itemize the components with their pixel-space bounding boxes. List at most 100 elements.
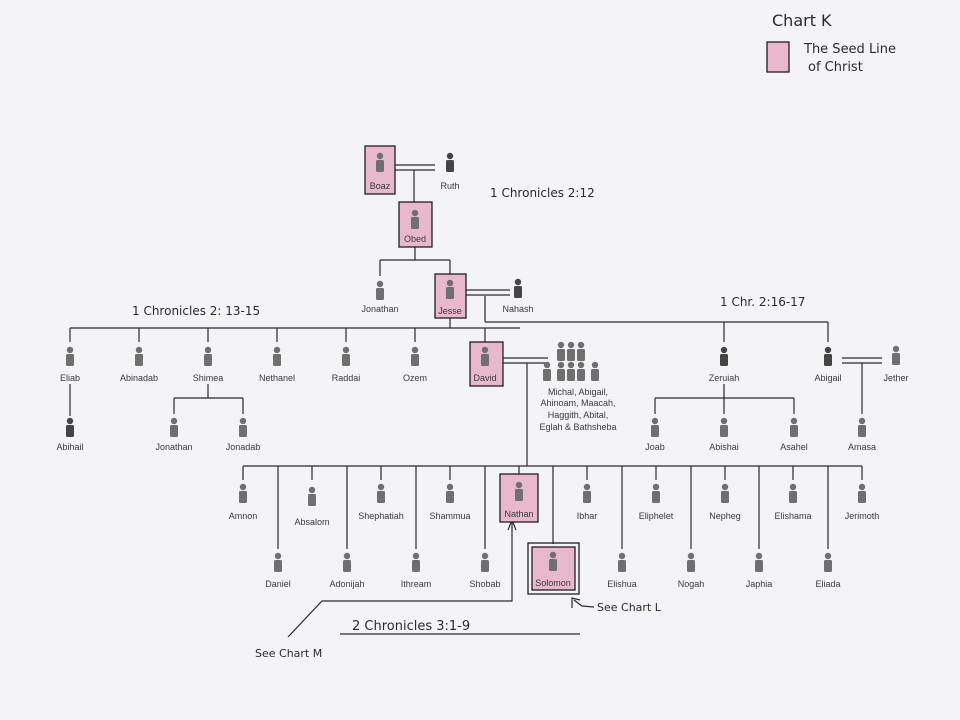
name-abishai: Abishai: [709, 442, 739, 452]
person-icon-wife-5: [567, 361, 575, 381]
chart-title: Chart K: [772, 11, 832, 30]
name-abihail: Abihail: [56, 442, 83, 452]
name-shammua: Shammua: [429, 511, 470, 521]
person-icon-daniel: [274, 552, 282, 572]
person-icon-japhia: [755, 552, 763, 572]
person-icon-asahel: [790, 417, 798, 437]
name-ozem: Ozem: [403, 373, 427, 383]
wives-line1: Michal, Abigail,: [548, 387, 608, 397]
ref-2-chronicles-3-1-9: 2 Chronicles 3:1-9: [352, 619, 470, 634]
name-eliab: Eliab: [60, 373, 80, 383]
name-japhia: Japhia: [746, 579, 773, 589]
name-shobab: Shobab: [469, 579, 500, 589]
name-jerimoth: Jerimoth: [845, 511, 880, 521]
person-icon-abigail: [824, 346, 832, 366]
ref-1-chr-2-16-17: 1 Chr. 2:16-17: [720, 295, 805, 309]
name-jonathan-son: Jonathan: [155, 442, 192, 452]
person-icon-raddai: [342, 346, 350, 366]
name-adonijah: Adonijah: [329, 579, 364, 589]
name-jesse: Jesse: [438, 306, 462, 316]
person-icon-eliada: [824, 552, 832, 572]
person-icon-wife-7: [543, 361, 551, 381]
name-jether: Jether: [883, 373, 908, 383]
person-icon-obed: [411, 209, 419, 229]
ref-1-chronicles-2-13-15: 1 Chronicles 2: 13-15: [132, 304, 260, 318]
name-ibhar: Ibhar: [577, 511, 598, 521]
name-absalom: Absalom: [294, 517, 329, 527]
name-elishua: Elishua: [607, 579, 637, 589]
person-icon-ibhar: [583, 483, 591, 503]
name-raddai: Raddai: [332, 373, 361, 383]
person-icon-nahash: [514, 278, 522, 298]
name-abinadab: Abinadab: [120, 373, 158, 383]
wives-line2: Ahinoam, Maacah,: [540, 398, 615, 408]
person-icon-nathan: [515, 481, 523, 501]
person-icon-shammua: [446, 483, 454, 503]
person-icon-shephatiah: [377, 483, 385, 503]
person-icon-david: [481, 346, 489, 366]
highlight-solomon-outer: [527, 542, 580, 595]
name-amnon: Amnon: [229, 511, 258, 521]
person-icon-wife-8: [591, 361, 599, 381]
connector-lines: [69, 164, 882, 638]
person-icon-amnon: [239, 483, 247, 503]
name-zeruiah: Zeruiah: [709, 373, 740, 383]
name-shimea: Shimea: [193, 373, 224, 383]
person-icon-joab: [651, 417, 659, 437]
person-icon-adonijah: [343, 552, 351, 572]
name-solomon: Solomon: [535, 578, 571, 588]
legend-label-line2: of Christ: [808, 60, 863, 75]
wives-line4: Eglah & Bathsheba: [539, 422, 616, 432]
name-nogah: Nogah: [678, 579, 705, 589]
name-jonathan: Jonathan: [361, 304, 398, 314]
name-asahel: Asahel: [780, 442, 808, 452]
name-elishama: Elishama: [774, 511, 811, 521]
person-icon-ithream: [412, 552, 420, 572]
person-icon-abinadab: [135, 346, 143, 366]
person-icon-wife-6: [577, 361, 585, 381]
person-icon-elishua: [618, 552, 626, 572]
name-abigail: Abigail: [814, 373, 841, 383]
person-icon-jether: [892, 345, 900, 365]
person-icon-wife-1: [557, 341, 565, 361]
see-chart-l: See Chart L: [597, 601, 662, 614]
name-obed: Obed: [404, 234, 426, 244]
name-david: David: [473, 373, 496, 383]
person-icon-jonathan: [376, 280, 384, 300]
person-icon-wife-2: [567, 341, 575, 361]
person-icon-wife-4: [557, 361, 565, 381]
person-icon-jesse: [446, 279, 454, 299]
see-chart-m: See Chart M: [255, 647, 322, 660]
person-icon-wife-3: [577, 341, 585, 361]
person-icon-jonathan-son: [170, 417, 178, 437]
name-eliphelet: Eliphelet: [639, 511, 674, 521]
name-nahash: Nahash: [502, 304, 533, 314]
ref-1-chronicles-2-12: 1 Chronicles 2:12: [490, 186, 595, 200]
person-icon-solomon: [549, 551, 557, 571]
person-icons: [66, 152, 900, 572]
name-ruth: Ruth: [440, 181, 459, 191]
person-icon-eliphelet: [652, 483, 660, 503]
legend-swatch: [766, 41, 790, 73]
person-icon-jerimoth: [858, 483, 866, 503]
name-daniel: Daniel: [265, 579, 291, 589]
person-icon-nepheg: [721, 483, 729, 503]
name-shephatiah: Shephatiah: [358, 511, 404, 521]
person-icon-jonadab: [239, 417, 247, 437]
person-icon-elishama: [789, 483, 797, 503]
name-amasa: Amasa: [848, 442, 876, 452]
name-ithream: Ithream: [401, 579, 432, 589]
person-icon-shimea: [204, 346, 212, 366]
person-icon-zeruiah: [720, 346, 728, 366]
person-icon-nethanel: [273, 346, 281, 366]
name-boaz: Boaz: [370, 181, 391, 191]
legend-label-line1: The Seed Line: [803, 42, 896, 57]
person-icon-abihail: [66, 417, 74, 437]
person-icon-ozem: [411, 346, 419, 366]
name-jonadab: Jonadab: [226, 442, 261, 452]
person-icon-boaz: [376, 152, 384, 172]
name-nathan: Nathan: [504, 509, 533, 519]
person-icon-ruth: [446, 152, 454, 172]
name-nethanel: Nethanel: [259, 373, 295, 383]
